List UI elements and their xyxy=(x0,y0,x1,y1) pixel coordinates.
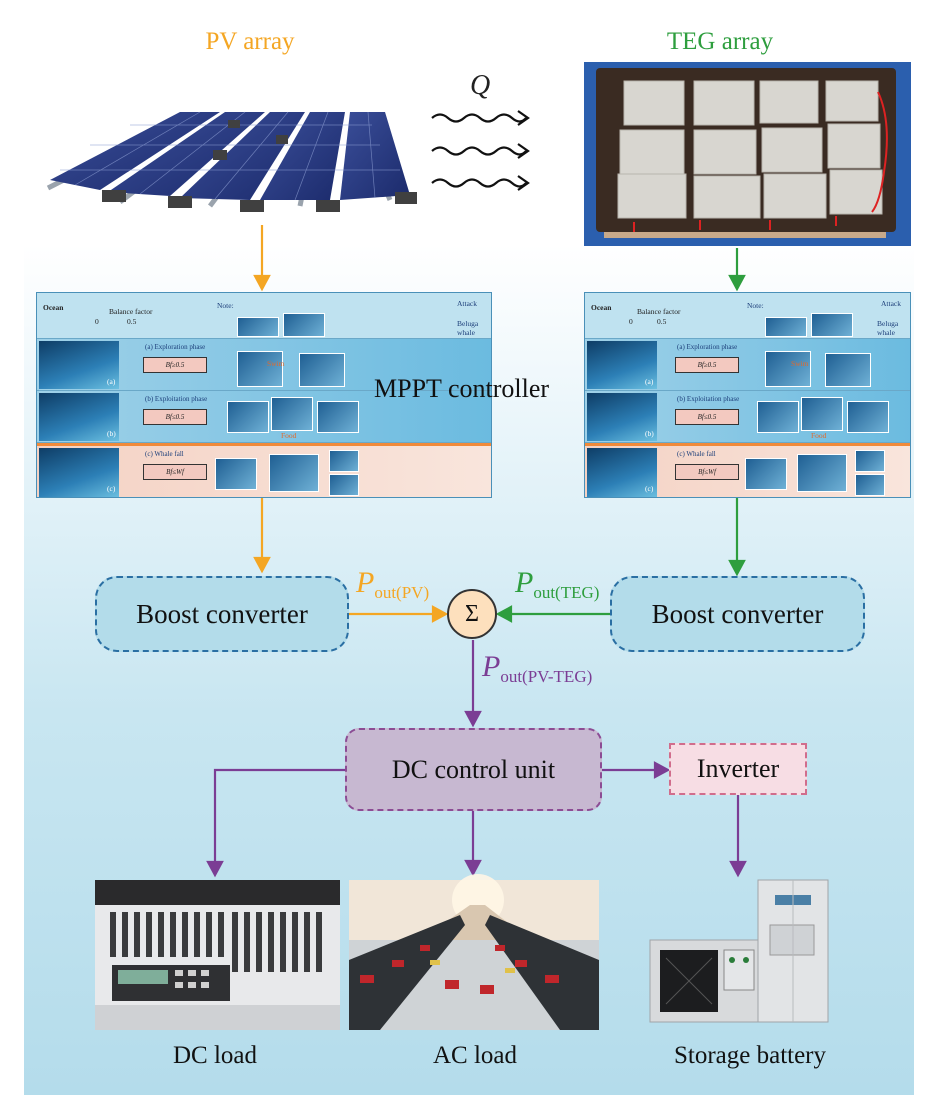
storage-battery-label: Storage battery xyxy=(673,1042,827,1069)
mppt-panel-left: Ocean Balance factor 0 0.5 Note: Attack … xyxy=(36,292,492,498)
phase-c-image-2 xyxy=(269,454,319,492)
note-image-2 xyxy=(283,313,325,337)
heat-flow-label: Q xyxy=(470,70,491,101)
whale-fall-photo xyxy=(39,448,119,497)
phase-c-image-4-right xyxy=(855,474,885,496)
swim-label: Swim xyxy=(267,359,285,368)
power-teg-label: Pout(TEG) xyxy=(515,566,599,603)
phase-c-image-3 xyxy=(329,450,359,472)
phase-b-image-2 xyxy=(271,397,313,431)
note-label: Note: xyxy=(217,301,234,310)
ocean-label: Ocean xyxy=(43,303,64,312)
mppt-controller-label: MPPT controller xyxy=(374,374,550,403)
scale-zero-right: 0 xyxy=(629,317,633,326)
mppt-header-row-right: Ocean Balance factor 0 0.5 Note: Attack … xyxy=(585,293,910,339)
heat-wave-arrows xyxy=(431,113,527,188)
tag-c-right: (c) xyxy=(645,484,654,493)
food-label-right: Food xyxy=(811,431,827,440)
exploration-row: (a) (a) Exploration phase Bf≥0.5 Swim xyxy=(37,339,491,391)
scale-half: 0.5 xyxy=(127,317,137,326)
phase-a-image-1-right xyxy=(765,351,811,387)
cond-a-box: Bf≥0.5 xyxy=(143,357,207,373)
inverter-box: Inverter xyxy=(669,743,807,795)
exploration-photo-right xyxy=(587,341,657,389)
attack-label: Attack xyxy=(457,299,477,308)
food-label: Food xyxy=(281,431,297,440)
exploitation-photo xyxy=(39,393,119,441)
boost-converter-left: Boost converter xyxy=(95,576,349,652)
beluga-label: Beluga whale xyxy=(457,319,479,337)
power-combined-subscript: out(PV-TEG) xyxy=(500,667,593,686)
beluga-label-right: Beluga whale xyxy=(877,319,899,337)
cond-c-box: Bf≤Wf xyxy=(143,464,207,480)
phase-a-image-2 xyxy=(299,353,345,387)
phase-a-image-1 xyxy=(237,351,283,387)
mppt-panel-right: Ocean Balance factor 0 0.5 Note: Attack … xyxy=(584,292,911,498)
tag-c: (c) xyxy=(107,484,116,493)
cond-c-box-right: Bf≤Wf xyxy=(675,464,739,480)
note-label-right: Note: xyxy=(747,301,764,310)
whale-fall-row-right: (c) (c) Whale fall Bf≤Wf xyxy=(585,443,910,497)
cond-b-box: Bf≤0.5 xyxy=(143,409,207,425)
summation-node: Σ xyxy=(447,589,497,639)
power-pv-symbol: P xyxy=(356,566,375,599)
scale-zero: 0 xyxy=(95,317,99,326)
phase-b-image-3 xyxy=(317,401,359,433)
boost-converter-right: Boost converter xyxy=(610,576,865,652)
cond-a-box-right: Bf≥0.5 xyxy=(675,357,739,373)
note-image-1-right xyxy=(765,317,807,337)
scale-half-right: 0.5 xyxy=(657,317,667,326)
phase-c-label-right: (c) Whale fall xyxy=(677,450,716,458)
mppt-header-row: Ocean Balance factor 0 0.5 Note: Attack … xyxy=(37,293,491,339)
exploration-row-right: (a) (a) Exploration phase Bf≥0.5 Swim xyxy=(585,339,910,391)
exploitation-photo-right xyxy=(587,393,657,441)
phase-b-image-1-right xyxy=(757,401,799,433)
phase-c-image-1 xyxy=(215,458,257,490)
exploration-photo xyxy=(39,341,119,389)
tag-b: (b) xyxy=(107,429,116,438)
phase-c-image-3-right xyxy=(855,450,885,472)
phase-c-image-4 xyxy=(329,474,359,496)
pv-array-title: PV array xyxy=(205,28,295,55)
phase-c-image-2-right xyxy=(797,454,847,492)
balance-factor-label: Balance factor xyxy=(109,307,153,316)
exploitation-row: (b) (b) Exploitation phase Bf≤0.5 Food xyxy=(37,391,491,443)
tag-b-right: (b) xyxy=(645,429,654,438)
power-combined-label: Pout(PV-TEG) xyxy=(482,650,592,687)
power-teg-symbol: P xyxy=(515,566,534,599)
phase-b-label-right: (b) Exploitation phase xyxy=(677,395,740,403)
balance-factor-label-right: Balance factor xyxy=(637,307,681,316)
attack-label-right: Attack xyxy=(881,299,901,308)
ocean-label-right: Ocean xyxy=(591,303,612,312)
tag-a-right: (a) xyxy=(645,377,654,386)
cond-b-box-right: Bf≤0.5 xyxy=(675,409,739,425)
swim-label-right: Swim xyxy=(791,359,809,368)
phase-b-label: (b) Exploitation phase xyxy=(145,395,208,403)
teg-array-title: TEG array xyxy=(666,28,774,55)
power-pv-label: Pout(PV) xyxy=(356,566,429,603)
phase-a-label-right: (a) Exploration phase xyxy=(677,343,738,351)
phase-b-image-1 xyxy=(227,401,269,433)
whale-fall-photo-right xyxy=(587,448,657,497)
phase-a-label: (a) Exploration phase xyxy=(145,343,206,351)
phase-b-image-3-right xyxy=(847,401,889,433)
dc-load-label: DC load xyxy=(172,1042,258,1069)
exploitation-row-right: (b) (b) Exploitation phase Bf≤0.5 Food xyxy=(585,391,910,443)
phase-c-image-1-right xyxy=(745,458,787,490)
ac-load-label: AC load xyxy=(432,1042,518,1069)
power-combined-symbol: P xyxy=(482,650,501,683)
power-teg-subscript: out(TEG) xyxy=(533,583,600,602)
power-pv-subscript: out(PV) xyxy=(374,583,430,602)
dc-control-unit: DC control unit xyxy=(345,728,602,811)
phase-c-label: (c) Whale fall xyxy=(145,450,184,458)
whale-fall-row: (c) (c) Whale fall Bf≤Wf xyxy=(37,443,491,497)
tag-a: (a) xyxy=(107,377,116,386)
note-image-1 xyxy=(237,317,279,337)
phase-a-image-2-right xyxy=(825,353,871,387)
note-image-2-right xyxy=(811,313,853,337)
phase-b-image-2-right xyxy=(801,397,843,431)
